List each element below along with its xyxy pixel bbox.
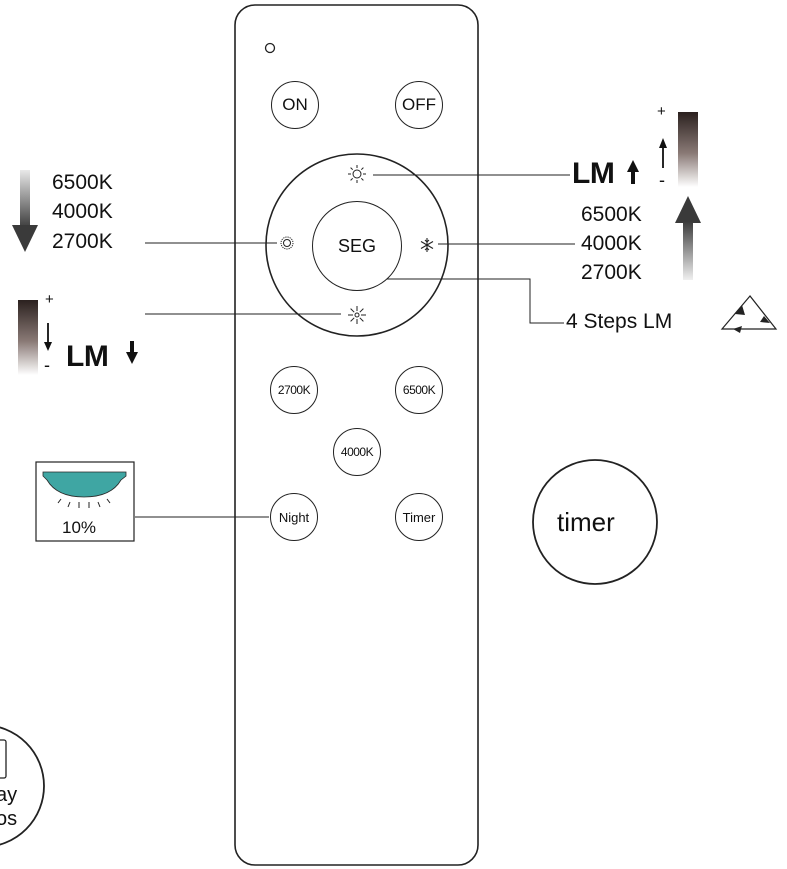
right-bright-gradient-bar (678, 112, 698, 187)
right-cct-6500k: 6500K (581, 203, 642, 226)
bottom-left-circle (0, 726, 45, 846)
lm-down-arrow-shaft (130, 341, 134, 353)
bottom-left-icon-frame (0, 739, 7, 779)
right-bright-arrow-head (659, 138, 667, 148)
warm-light-icon[interactable] (280, 236, 294, 250)
right-cct-2700k: 2700K (581, 261, 642, 284)
left-cct-arrow-head (12, 225, 38, 252)
night-panel-value: 10% (62, 518, 97, 537)
right-cct-arrow-shaft (683, 222, 693, 280)
left-cct-arrow-shaft (20, 170, 30, 228)
cool-light-icon[interactable] (420, 238, 434, 252)
left-cct-4000k: 4000K (52, 200, 113, 223)
left-dim-arrow-head (44, 342, 52, 351)
control-ring[interactable] (265, 153, 449, 337)
seg-button[interactable]: SEG (312, 201, 402, 291)
indicator-led (264, 42, 276, 54)
left-cct-6500k: 6500K (52, 171, 113, 194)
right-bright-plus: + (657, 103, 666, 120)
cycle-triangle-icon (720, 295, 778, 333)
lm-up-arrow-shaft (631, 170, 635, 184)
off-button[interactable]: OFF (395, 81, 443, 129)
left-dim-plus: + (45, 291, 54, 308)
lm-up-label: LM (572, 157, 615, 190)
callout-seg (366, 278, 564, 324)
left-dim-gradient-bar (18, 300, 38, 375)
on-button[interactable]: ON (271, 81, 319, 129)
lm-down-label: LM (66, 340, 109, 373)
timer-circle (532, 459, 658, 585)
lm-up-arrow-head (627, 160, 639, 172)
timer-circle-label: timer (557, 507, 615, 537)
left-dim-minus: - (44, 355, 50, 375)
sun-down-icon[interactable] (348, 306, 366, 324)
cct-2700k-button[interactable]: 2700K (270, 366, 318, 414)
right-cct-4000k: 4000K (581, 232, 642, 255)
ceiling-lamp-icon (42, 471, 127, 498)
cct-6500k-button[interactable]: 6500K (395, 366, 443, 414)
bottom-circle-text-1: ay (0, 784, 18, 806)
steps-label: 4 Steps LM (566, 310, 673, 333)
sun-up-icon[interactable] (348, 165, 366, 183)
lm-down-arrow-head (126, 352, 138, 364)
bottom-circle-text-2: os (0, 808, 18, 830)
cct-4000k-button[interactable]: 4000K (333, 428, 381, 476)
right-cct-arrow-head (675, 196, 701, 223)
dim-light-rays (57, 498, 111, 508)
night-button[interactable]: Night (270, 493, 318, 541)
right-bright-minus: - (659, 170, 665, 190)
left-cct-2700k: 2700K (52, 230, 113, 253)
timer-button[interactable]: Timer (395, 493, 443, 541)
